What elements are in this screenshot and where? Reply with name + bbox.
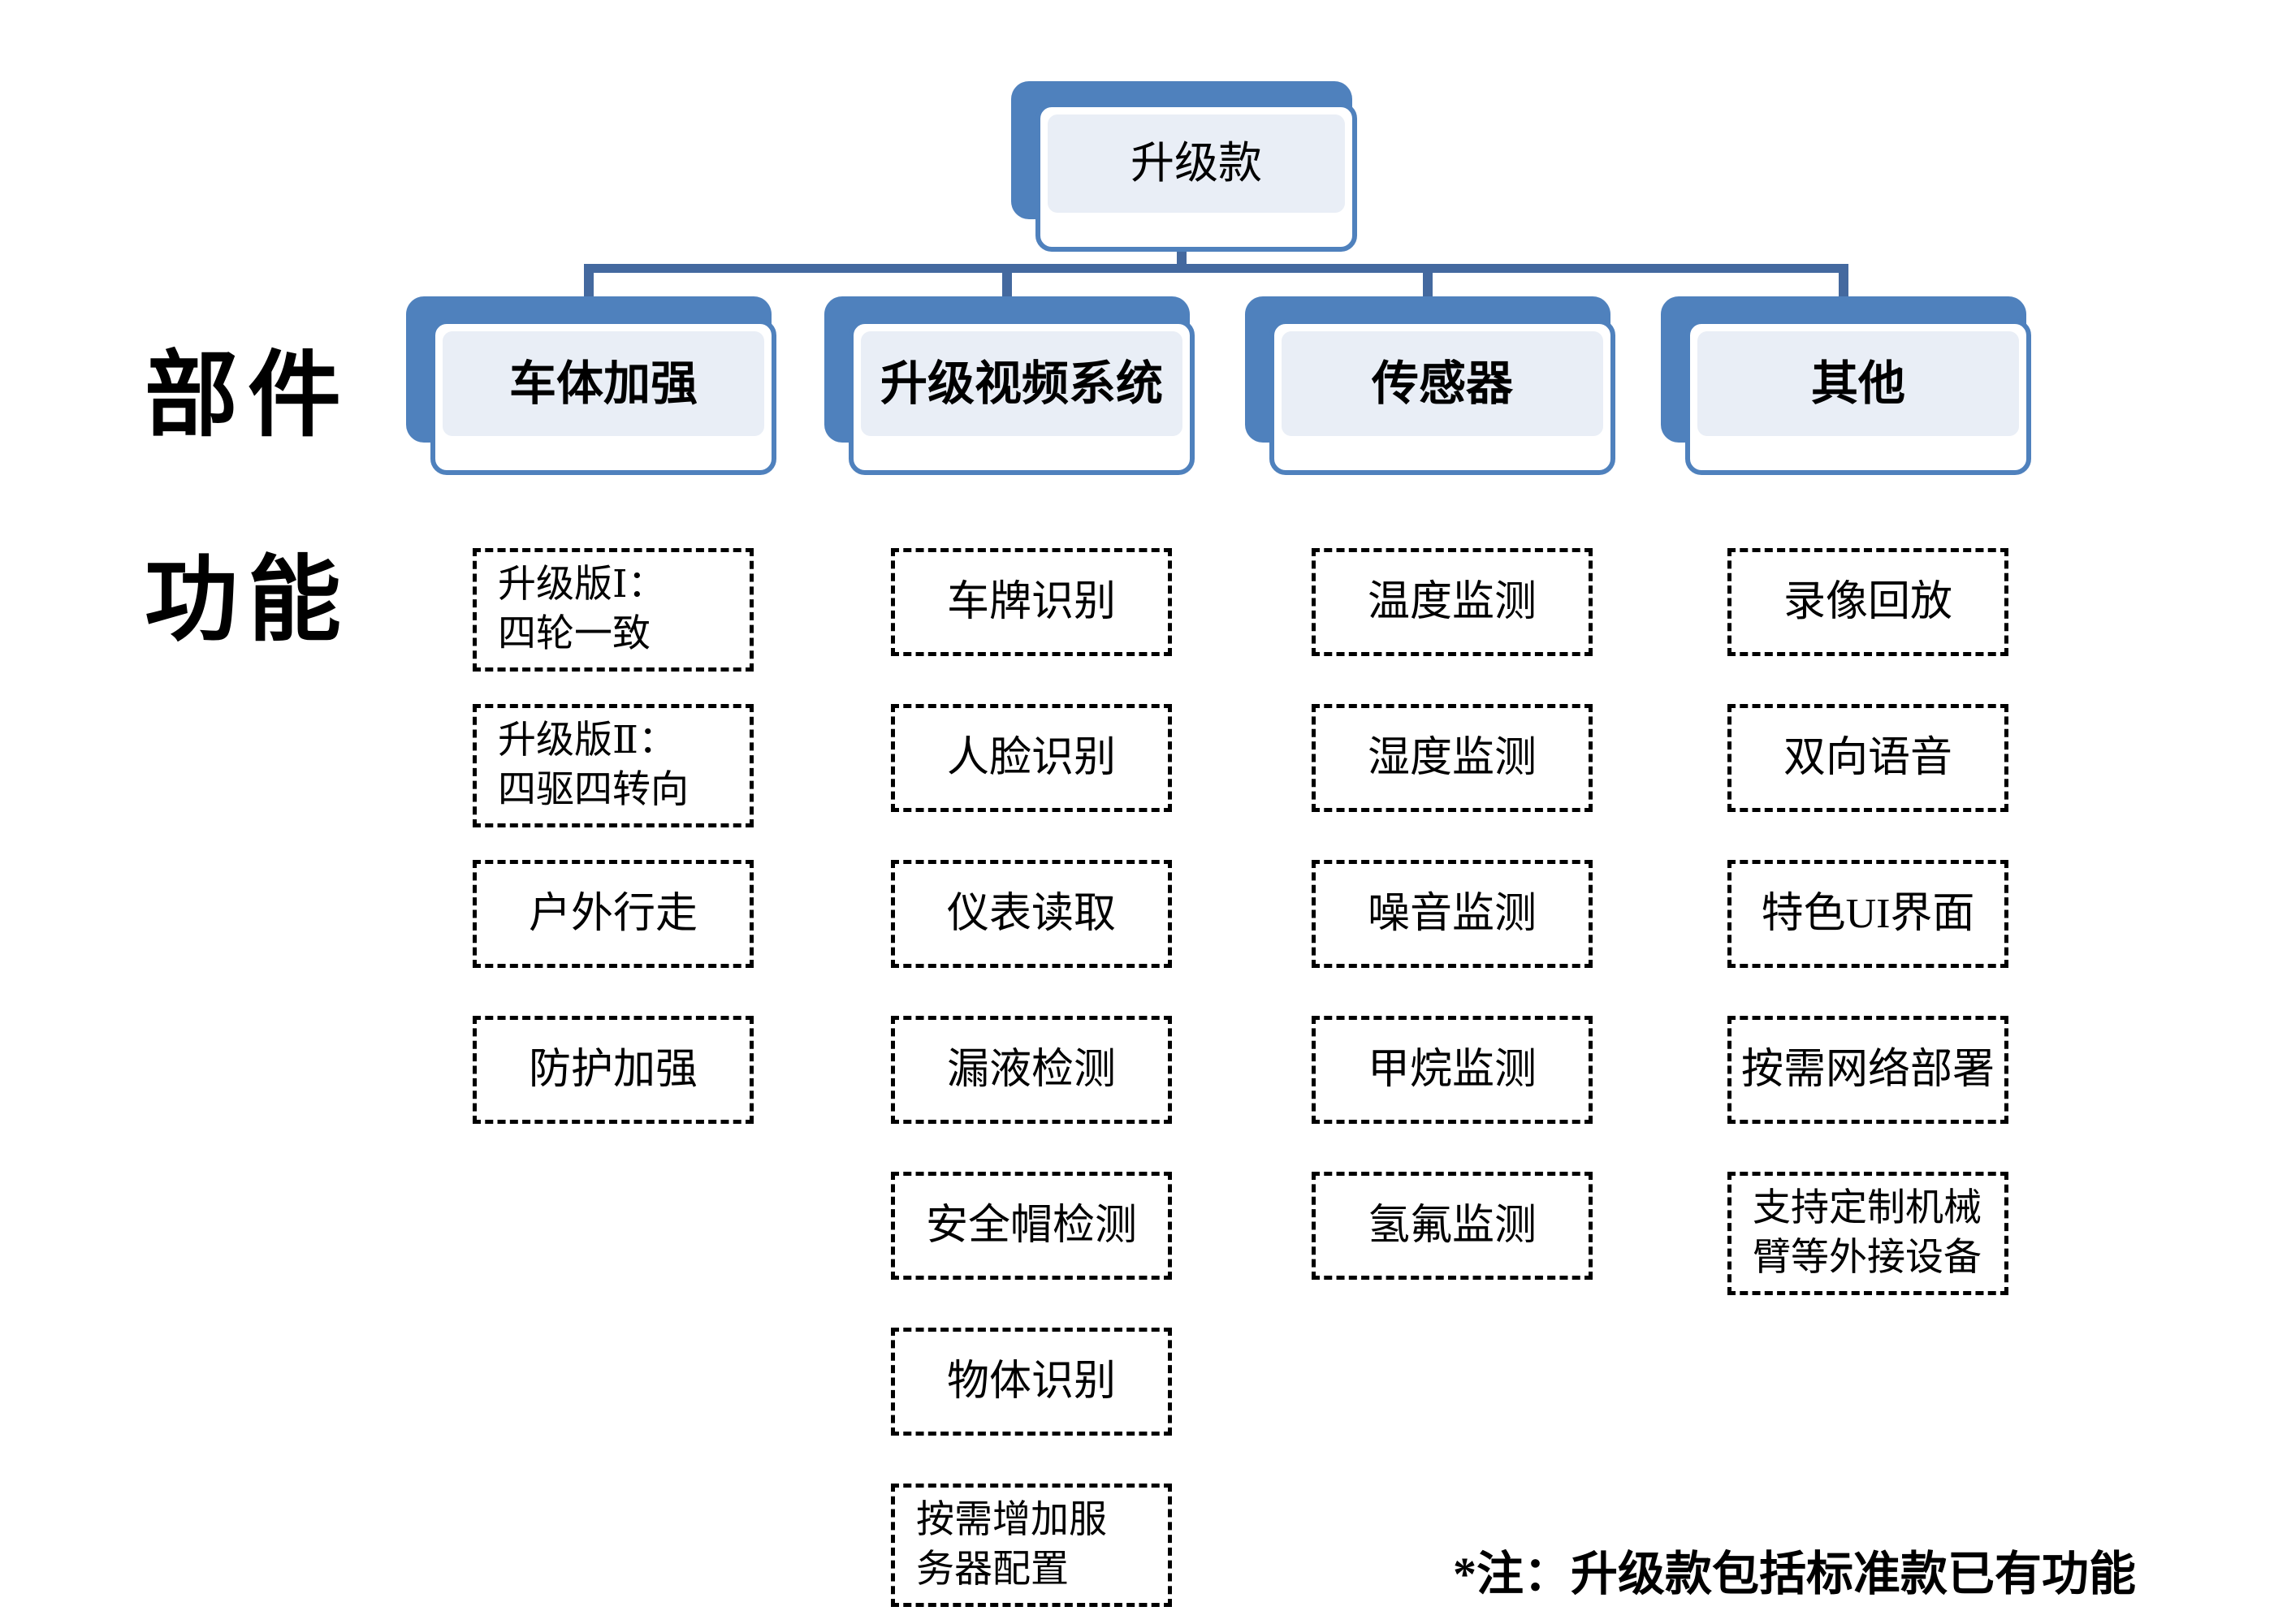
category-node-1: 车体加强 (406, 296, 796, 475)
function-box: 物体识别 (891, 1328, 1172, 1436)
function-box: 录像回放 (1727, 548, 2008, 656)
function-box: 湿度监测 (1312, 704, 1593, 812)
function-box: 升级版Ⅰ： 四轮一致 (473, 548, 754, 672)
function-box: 温度监测 (1312, 548, 1593, 656)
row-label-components: 部件 (145, 344, 352, 447)
category-node-label: 车体加强 (508, 356, 698, 410)
function-box: 噪音监测 (1312, 860, 1593, 968)
category-node-fill (861, 331, 1182, 436)
function-box: 氢氟监测 (1312, 1172, 1593, 1280)
root-node-label: 升级款 (1131, 138, 1262, 188)
function-box: 漏液检测 (891, 1016, 1172, 1124)
function-box: 甲烷监测 (1312, 1016, 1593, 1124)
function-box: 按需增加服 务器配置 (891, 1484, 1172, 1607)
category-node-4: 其他 (1661, 296, 2051, 475)
connector-stub-4 (1839, 264, 1848, 300)
function-box: 人脸识别 (891, 704, 1172, 812)
category-node-card: 传感器 (1269, 319, 1615, 475)
connector-horizontal (584, 264, 1848, 273)
function-box: 特色UI界面 (1727, 860, 2008, 968)
connector-stub-1 (584, 264, 594, 300)
category-node-label: 其他 (1810, 356, 1905, 410)
category-node-label: 传感器 (1371, 356, 1513, 410)
category-node-card: 其他 (1685, 319, 2031, 475)
root-node-fill (1048, 114, 1345, 213)
function-box: 安全帽检测 (891, 1172, 1172, 1280)
function-box: 按需网络部署 (1727, 1016, 2008, 1124)
function-box: 车牌识别 (891, 548, 1172, 656)
root-node-card: 升级款 (1035, 102, 1357, 252)
connector-stub-2 (1002, 264, 1012, 300)
connector-stub-3 (1423, 264, 1433, 300)
category-node-fill (443, 331, 764, 436)
function-box: 防护加强 (473, 1016, 754, 1124)
function-box: 升级版Ⅱ： 四驱四转向 (473, 704, 754, 827)
function-box: 户外行走 (473, 860, 754, 968)
category-node-fill (1697, 331, 2019, 436)
function-box: 仪表读取 (891, 860, 1172, 968)
category-node-card: 车体加强 (430, 319, 776, 475)
category-node-card: 升级视频系统 (849, 319, 1195, 475)
root-node: 升级款 (1011, 81, 1377, 252)
function-box: 支持定制机械 臂等外接设备 (1727, 1172, 2008, 1295)
category-node-label: 升级视频系统 (880, 356, 1163, 410)
footnote: *注：升级款包括标准款已有功能 (1452, 1548, 2136, 1600)
row-label-functions: 功能 (145, 549, 352, 652)
category-node-2: 升级视频系统 (824, 296, 1214, 475)
function-box: 双向语音 (1727, 704, 2008, 812)
category-node-3: 传感器 (1245, 296, 1635, 475)
category-node-fill (1282, 331, 1603, 436)
